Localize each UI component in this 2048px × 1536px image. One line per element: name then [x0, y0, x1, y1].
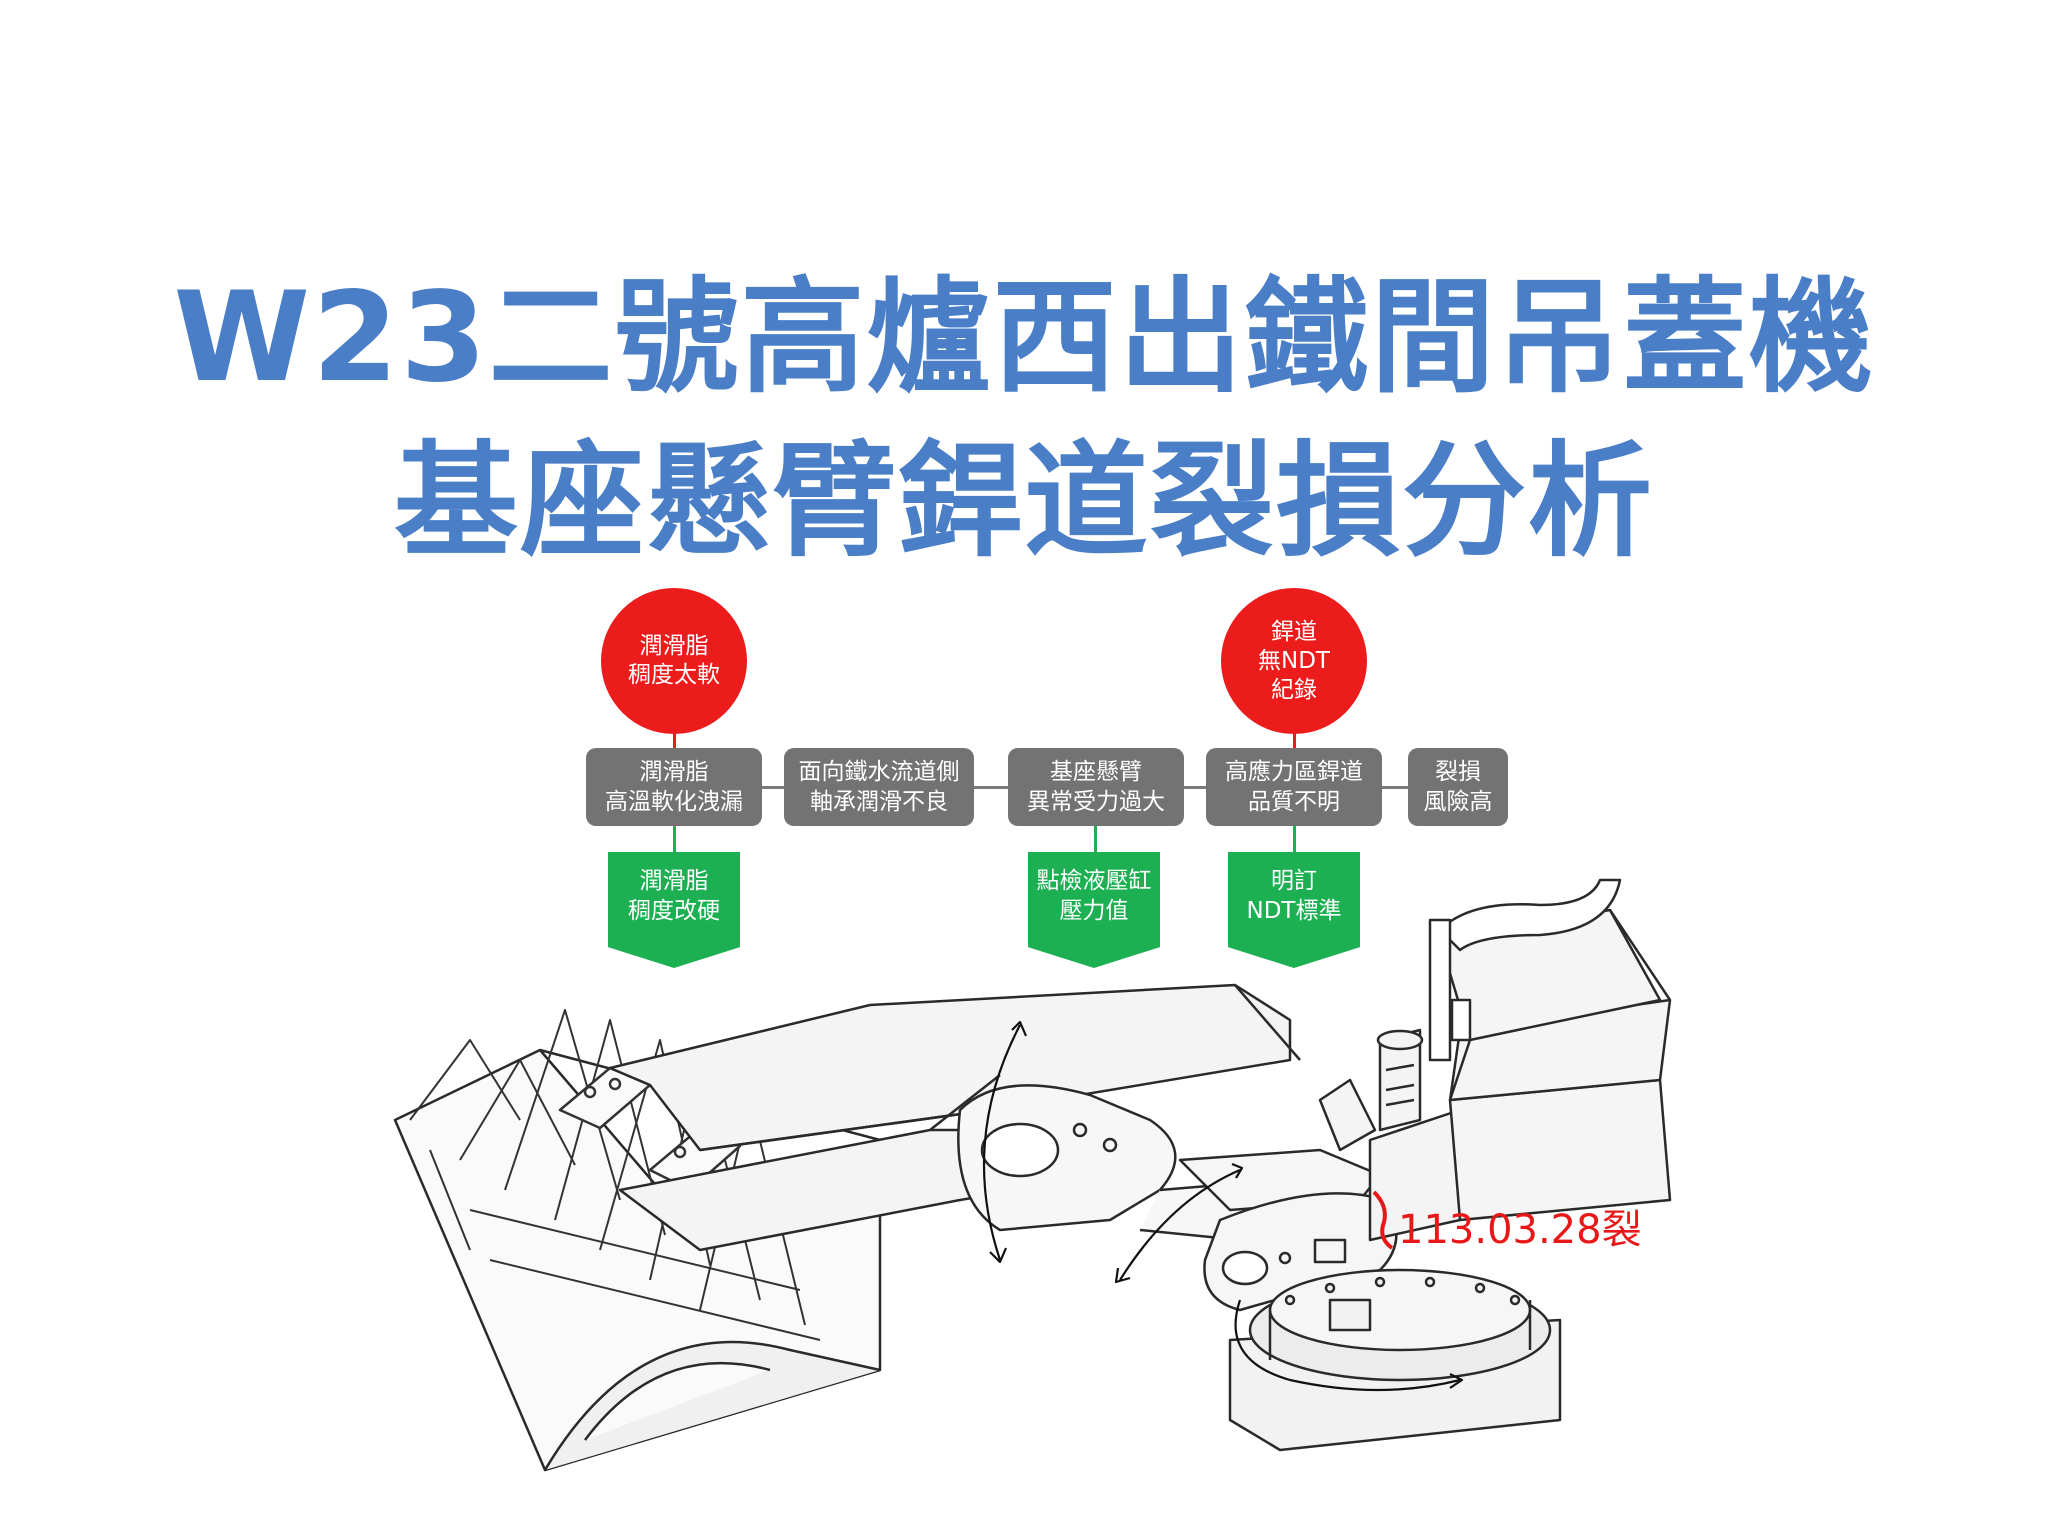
- action-check-hydraulic: 點檢液壓缸 壓力值: [1028, 852, 1160, 968]
- crack-date-label: 113.03.28裂: [1398, 1207, 1642, 1253]
- title-line-1: W23二號高爐西出鐵間吊蓋機: [173, 266, 1875, 410]
- crack-marker: [1372, 1190, 1394, 1250]
- base-ring: [1228, 1268, 1562, 1452]
- cause-grease-too-soft: 潤滑脂 稠度太軟: [601, 588, 747, 734]
- action-ndt-standard: 明訂 NDT標準: [1228, 852, 1360, 968]
- action-harder-grease: 潤滑脂 稠度改硬: [608, 852, 740, 968]
- chain-box-grease-leak: 潤滑脂 高溫軟化洩漏: [586, 748, 762, 826]
- chain-box-bearing-lubrication: 面向鐵水流道側 軸承潤滑不良: [784, 748, 974, 826]
- connecting-rod: [1178, 1148, 1398, 1312]
- cause-weld-no-ndt: 銲道 無NDT 紀錄: [1221, 588, 1367, 734]
- chain-box-crack-risk: 裂損 風險高: [1408, 748, 1508, 826]
- title-line-2: 基座懸臂銲道裂損分析: [393, 430, 1654, 574]
- rotation-arrows: [982, 1020, 1464, 1392]
- connector-cause-2: [1293, 720, 1296, 750]
- connector-action-3: [1293, 826, 1296, 854]
- chain-box-arm-overload: 基座懸臂 異常受力過大: [1008, 748, 1184, 826]
- hook-bracket: [1428, 878, 1622, 1062]
- housing: [1438, 908, 1672, 1222]
- connector-cause-1: [673, 720, 676, 750]
- connector-action-1: [673, 826, 676, 854]
- chain-box-weld-quality: 高應力區銲道 品質不明: [1206, 748, 1382, 826]
- connector-action-2: [1094, 826, 1097, 854]
